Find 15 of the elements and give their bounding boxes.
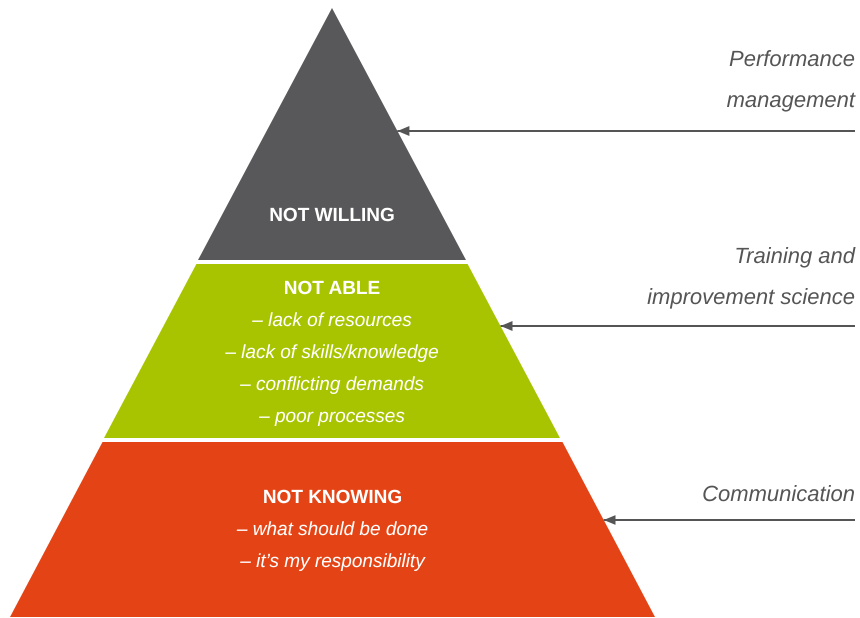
tier-heading: NOT KNOWING — [262, 486, 404, 510]
intervention-label: Training and improvement science — [615, 235, 855, 317]
tier-heading: NOT ABLE — [282, 277, 382, 301]
tier-item: – what should be done — [236, 518, 430, 542]
intervention-label: Communication — [655, 473, 855, 514]
tier-item: – lack of resources — [251, 309, 413, 333]
tier-item: – poor processes — [258, 405, 406, 429]
arrow — [397, 126, 855, 136]
arrow — [604, 515, 855, 525]
tier-heading: NOT WILLING — [268, 204, 396, 228]
tier-item: – it’s my responsibility — [239, 550, 426, 574]
tier-item: – lack of skills/knowledge — [224, 341, 440, 365]
intervention-label: Performance management — [685, 38, 855, 120]
arrow — [500, 321, 855, 331]
tier-item: – conflicting demands — [239, 373, 425, 397]
